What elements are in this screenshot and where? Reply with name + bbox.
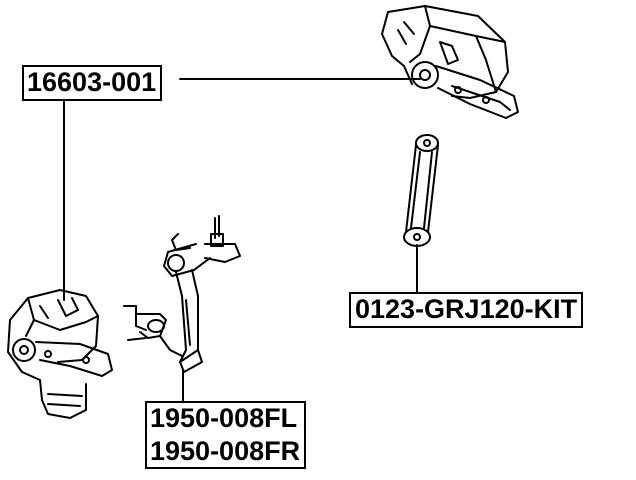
- part-label-sensor-pair: 1950-008FL 1950-008FR: [145, 401, 307, 469]
- part-label-link-kit: 0123-GRJ120-KIT: [349, 292, 584, 328]
- part-label-sensor: 16603-001: [22, 65, 163, 101]
- part-number-sensor-left: 1950-008FL: [150, 403, 298, 433]
- height-sensor-top-illustration: [381, 5, 519, 119]
- part-number-sensor-right: 1950-008FR: [150, 436, 301, 466]
- height-sensor-middle-illustration: [123, 215, 241, 373]
- part-number-sensor: 16603-001: [27, 67, 157, 97]
- part-number-link-kit: 0123-GRJ120-KIT: [355, 294, 578, 324]
- leader-lines: [63, 78, 421, 402]
- link-rod-illustration: [403, 134, 439, 247]
- height-sensor-left-illustration: [7, 289, 113, 419]
